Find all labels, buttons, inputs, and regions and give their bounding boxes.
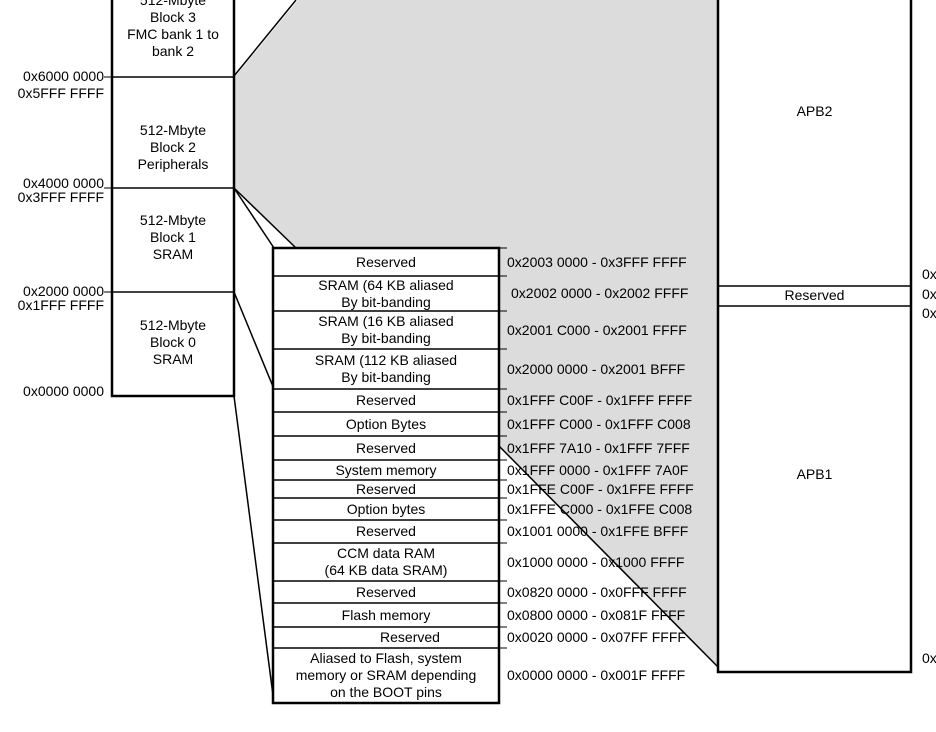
block-address: 0x1FFF FFFF — [17, 297, 104, 313]
region-label: Option Bytes — [345, 415, 427, 432]
region-label: CCM data RAM (64 KB data SRAM) — [324, 545, 448, 578]
region-label: Reserved — [356, 583, 416, 600]
region-label: Reserved — [356, 523, 416, 539]
block-address: 0x2000 0000 — [23, 283, 104, 299]
region-label: SRAM (16 KB aliased By bit-banding — [318, 313, 454, 346]
region-label: Reserved — [380, 629, 440, 645]
peripheral-reserved-label: Reserved — [784, 287, 845, 303]
peripheral-stack-frame — [716, 0, 913, 674]
region-label: Aliased to Flash, system memory or SRAM … — [295, 650, 477, 700]
zoom-line-peripheral — [498, 445, 719, 668]
zoom-line-block2-b — [233, 187, 297, 249]
region-label: Reserved — [356, 253, 416, 270]
peripheral-apb2-label: APB2 — [796, 103, 833, 119]
block-stack-frame — [110, 0, 236, 398]
block-address: 0x0000 0000 — [23, 383, 104, 399]
region-range: 0x2003 0000 - 0x3FFF FFFF — [507, 253, 687, 270]
zoom-line-block3 — [233, 0, 297, 77]
region-label: Reserved — [356, 480, 416, 497]
region-label: System memory — [335, 461, 437, 478]
zoom-line-block1 — [233, 291, 275, 390]
block-0-label: 512-Mbyte Block 0 SRAM — [139, 317, 207, 367]
region-range: 0x1001 0000 - 0x1FFE BFFF — [507, 523, 689, 539]
zoom-line-block0 — [233, 395, 275, 704]
region-range: 0x0020 0000 - 0x07FF FFFF — [507, 629, 686, 645]
region-range: 0x0820 0000 - 0x0FFF FFFF — [507, 583, 687, 600]
block-address: 0x5FFF FFFF — [17, 85, 104, 101]
region-label: SRAM (64 KB aliased By bit-banding — [318, 276, 454, 310]
edge-address-stub: 0x — [922, 286, 936, 302]
region-range: 0x1000 0000 - 0x1000 FFFF — [507, 553, 685, 570]
region-label: Reserved — [356, 392, 416, 408]
block-3-label: 512-Mbyte Block 3 FMC bank 1 to bank 2 — [127, 0, 219, 59]
peripheral-apb1-label: APB1 — [796, 466, 833, 482]
region-range: 0x2002 0000 - 0x2002 FFFF — [511, 285, 689, 301]
region-range: 0x1FFE C000 - 0x1FFE C008 — [507, 500, 693, 517]
region-range: 0x2000 0000 - 0x2001 BFFF — [507, 360, 686, 377]
zoom-shaded-area — [234, 0, 718, 668]
region-range: 0x1FFF 7A10 - 0x1FFF 7FFF — [507, 439, 690, 456]
block-2-label: 512-Mbyte Block 2 Peripherals — [137, 122, 209, 172]
region-range: 0x1FFF 0000 - 0x1FFF 7A0F — [507, 461, 689, 478]
region-range: 0x0800 0000 - 0x081F FFFF — [507, 606, 686, 623]
block-address: 0x4000 0000 — [23, 175, 104, 191]
region-label: Option bytes — [346, 500, 426, 517]
edge-address-stub: 0x — [922, 305, 936, 321]
region-range: 0x1FFF C000 - 0x1FFF C008 — [507, 415, 691, 432]
edge-address-stub: 0x — [922, 266, 936, 282]
edge-address-stub: 0x — [922, 650, 936, 666]
region-range: 0x0000 0000 - 0x001F FFFF — [507, 667, 686, 683]
region-ticks — [499, 247, 507, 649]
region-range: 0x1FFE C00F - 0x1FFE FFFF — [507, 480, 694, 497]
region-range: 0x2001 C000 - 0x2001 FFFF — [507, 321, 687, 338]
region-label: SRAM (112 KB aliased By bit-banding — [314, 352, 458, 385]
zoom-line-block2-a — [233, 187, 275, 249]
block-address: 0x3FFF FFFF — [17, 189, 104, 205]
region-label: Flash memory — [341, 606, 431, 623]
region-dividers — [273, 275, 499, 649]
region-range: 0x1FFF C00F - 0x1FFF FFFF — [507, 392, 693, 408]
region-label: Reserved — [356, 439, 416, 456]
block-address: 0x6000 0000 — [23, 68, 104, 84]
block-1-label: 512-Mbyte Block 1 SRAM — [139, 212, 207, 262]
